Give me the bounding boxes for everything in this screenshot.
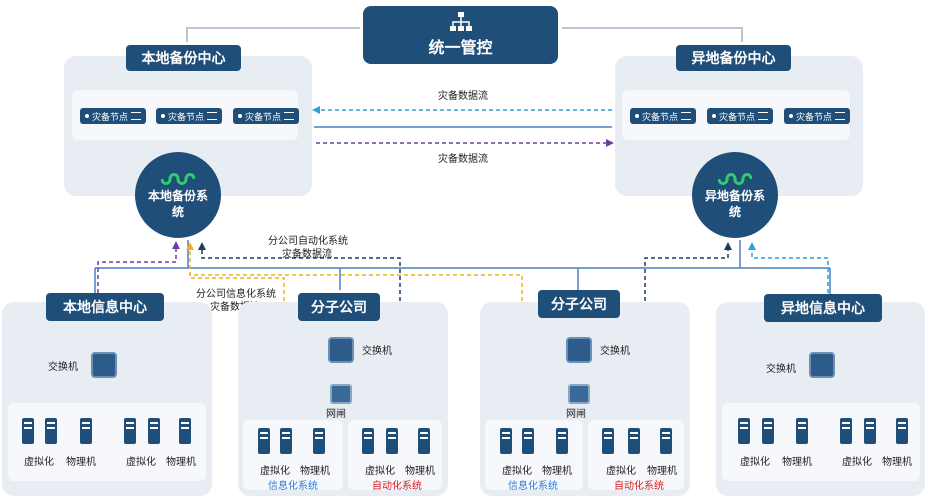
local-backup-node-1: 灾备节点: [80, 108, 147, 124]
remote-backup-system: 异地备份系 统: [692, 152, 778, 238]
flow-label-bottom: 灾备数据流: [438, 154, 488, 165]
server-icon: [124, 418, 136, 444]
server-icon: [628, 428, 640, 454]
server-icon: [660, 428, 672, 454]
branch1-gateway-label: 网闸: [326, 409, 346, 420]
server-icon: [80, 418, 92, 444]
branch1-auto-system-label: 自动化系统: [372, 481, 422, 492]
remote-backup-center-title: 异地备份中心: [676, 45, 791, 71]
switch-icon: [328, 337, 354, 363]
branch2-gateway-label: 网闸: [566, 409, 586, 420]
server-icon: [258, 428, 270, 454]
local-info-center-title: 本地信息中心: [46, 293, 164, 321]
server-icon: [22, 418, 34, 444]
server-icon: [864, 418, 876, 444]
remote-info-switch-label: 交换机: [766, 364, 796, 375]
server-icon: [418, 428, 430, 454]
server-icon: [362, 428, 374, 454]
branch2-label-physical-1: 物理机: [542, 466, 572, 477]
gateway-icon: [330, 384, 352, 404]
branch2-info-system-label: 信息化系统: [508, 481, 558, 492]
local-info-label-physical-1: 物理机: [66, 457, 96, 468]
remote-info-label-physical-2: 物理机: [882, 457, 912, 468]
branch1-label-virtual-2: 虚拟化: [365, 466, 395, 477]
branch2-label-physical-2: 物理机: [647, 466, 677, 477]
branch1-label-physical-1: 物理机: [300, 466, 330, 477]
local-info-label-physical-2: 物理机: [166, 457, 196, 468]
local-info-servers-area: [8, 403, 206, 481]
server-icon: [840, 418, 852, 444]
local-backup-node-2: 灾备节点: [156, 108, 223, 124]
server-icon: [386, 428, 398, 454]
central-control-title: 统一管控: [428, 38, 493, 57]
server-icon: [762, 418, 774, 444]
switch-icon: [91, 352, 117, 378]
server-icon: [280, 428, 292, 454]
server-icon: [602, 428, 614, 454]
flow-label-top: 灾备数据流: [438, 91, 488, 102]
server-icon: [148, 418, 160, 444]
local-backup-system: 本地备份系 统: [135, 152, 221, 238]
remote-info-label-virtual-2: 虚拟化: [842, 457, 872, 468]
branch2-label-virtual-2: 虚拟化: [606, 466, 636, 477]
branch1-label-physical-2: 物理机: [405, 466, 435, 477]
branch1-label-virtual-1: 虚拟化: [260, 466, 290, 477]
server-icon: [179, 418, 191, 444]
switch-icon: [809, 352, 835, 378]
local-info-switch-label: 交换机: [48, 362, 78, 373]
branch1-title: 分子公司: [298, 293, 380, 321]
branch2-title: 分子公司: [538, 290, 620, 318]
server-icon: [556, 428, 568, 454]
server-icon: [896, 418, 908, 444]
branch2-label-virtual-1: 虚拟化: [502, 466, 532, 477]
remote-info-servers-area: [722, 403, 920, 481]
remote-backup-node-3: 灾备节点: [784, 108, 851, 124]
branch2-auto-system-label: 自动化系统: [614, 481, 664, 492]
remote-backup-node-1: 灾备节点: [630, 108, 697, 124]
branch-auto-annotation-line1: 分公司自动化系统: [268, 236, 348, 247]
gateway-icon: [568, 384, 590, 404]
local-info-label-virtual-1: 虚拟化: [24, 457, 54, 468]
switch-icon: [566, 337, 592, 363]
branch2-switch-label: 交换机: [600, 346, 630, 357]
server-icon: [45, 418, 57, 444]
server-icon: [738, 418, 750, 444]
hierarchy-icon: [449, 12, 472, 31]
local-info-label-virtual-2: 虚拟化: [126, 457, 156, 468]
branch-auto-annotation-line2: 灾备数据流: [282, 249, 332, 260]
remote-info-label-physical-1: 物理机: [782, 457, 812, 468]
branch-info-annotation-line1: 分公司信息化系统: [196, 289, 276, 300]
server-icon: [522, 428, 534, 454]
server-icon: [313, 428, 325, 454]
remote-info-center-title: 异地信息中心: [764, 294, 882, 322]
local-backup-center-title: 本地备份中心: [126, 45, 241, 71]
remote-backup-node-2: 灾备节点: [707, 108, 774, 124]
server-icon: [500, 428, 512, 454]
central-control-box: 统一管控: [363, 6, 558, 64]
branch1-switch-label: 交换机: [362, 346, 392, 357]
cloud-sync-icon: [161, 173, 195, 185]
branch1-info-system-label: 信息化系统: [268, 481, 318, 492]
branch-info-annotation-line2: 灾备数据流: [210, 302, 260, 313]
remote-info-label-virtual-1: 虚拟化: [740, 457, 770, 468]
cloud-sync-icon: [718, 173, 752, 185]
local-backup-node-3: 灾备节点: [233, 108, 300, 124]
server-icon: [796, 418, 808, 444]
